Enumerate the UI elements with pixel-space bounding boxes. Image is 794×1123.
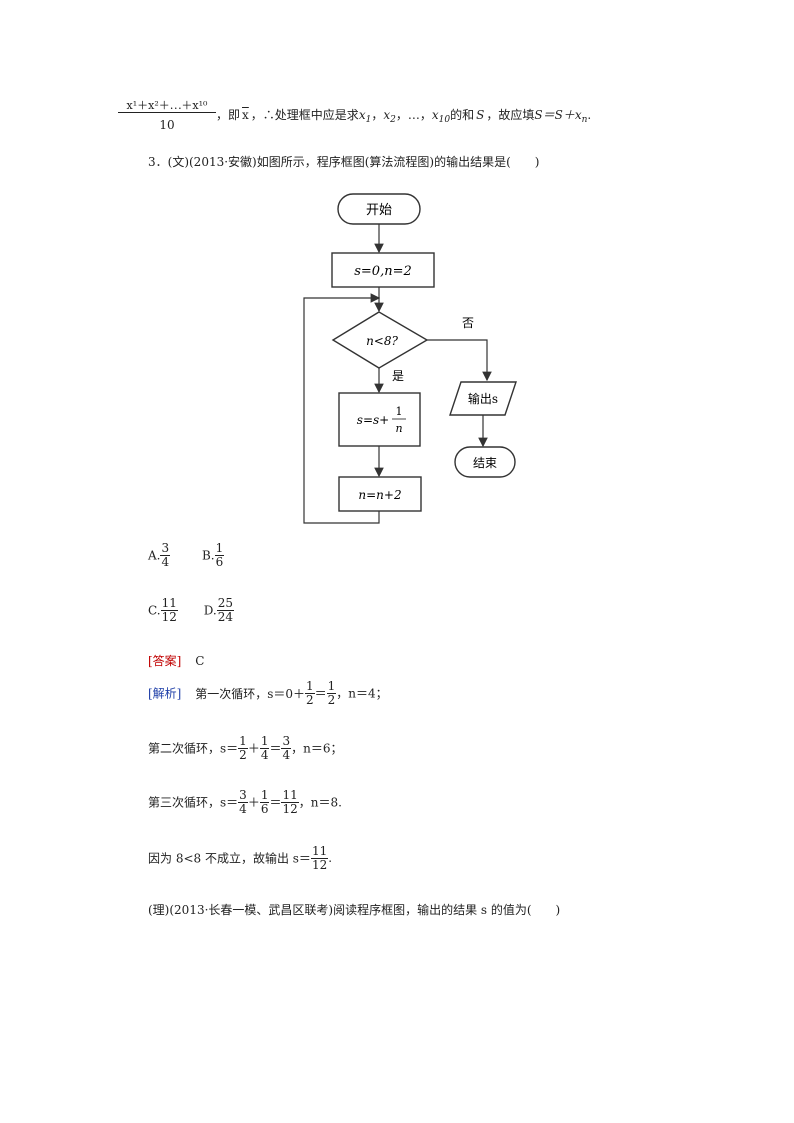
ji-text: ，即	[216, 108, 241, 123]
output-node	[449, 381, 517, 416]
flowchart: 开始 s=0,n=2 n<8? 否 是 s=s+ 1 n n=n+2 输出s 结…	[303, 193, 517, 524]
fill-formula: S＝S＋xn	[534, 108, 588, 126]
mean-fraction: x¹＋x²＋⋯＋x¹⁰ 10	[118, 100, 216, 131]
x10-var: x10	[431, 108, 451, 126]
x1-var: x1	[358, 108, 372, 126]
yes-label: 是	[392, 369, 404, 383]
solution-text-2: 的和	[450, 108, 475, 123]
update-node	[338, 476, 422, 512]
body-num: 1	[396, 405, 403, 418]
update-label: n=n+2	[358, 488, 401, 502]
answer-label: [答案]	[148, 654, 182, 668]
init-node	[331, 252, 435, 288]
end-label: 结束	[473, 456, 497, 470]
mean-fraction-numerator: x¹＋x²＋⋯＋x¹⁰	[126, 99, 208, 112]
question-3: 3．(文)(2013·安徽)如图所示，程序框图(算法流程图)的输出结果是( )	[148, 155, 540, 169]
x-bar: x	[242, 108, 249, 123]
output-label: 输出s	[468, 391, 498, 406]
sep-1: ，	[371, 108, 384, 123]
start-label: 开始	[366, 203, 392, 218]
mean-fraction-denominator: 10	[118, 111, 216, 132]
body-left: s=s+	[357, 413, 389, 427]
solution-text-1: ，∴处理框中应是求	[250, 108, 359, 123]
analysis-label: [解析]	[148, 686, 182, 701]
end-period: .	[587, 108, 592, 123]
init-label: s=0,n=2	[354, 264, 412, 279]
solution-text-3: ，故应填	[486, 108, 535, 123]
sep-2: ，…，	[395, 108, 432, 123]
no-label: 否	[462, 316, 474, 330]
s-var: S	[476, 108, 485, 123]
answer-line: [答案] C	[148, 652, 204, 669]
end-node	[454, 446, 516, 478]
question-li: (理)(2013·长春一模、武昌区联考)阅读程序框图，输出的结果 s 的值为( …	[148, 903, 561, 917]
answer-value: C	[195, 654, 205, 668]
condition-label: n<8?	[366, 334, 398, 348]
body-den: n	[395, 422, 402, 435]
x2-var: x2	[383, 108, 396, 126]
